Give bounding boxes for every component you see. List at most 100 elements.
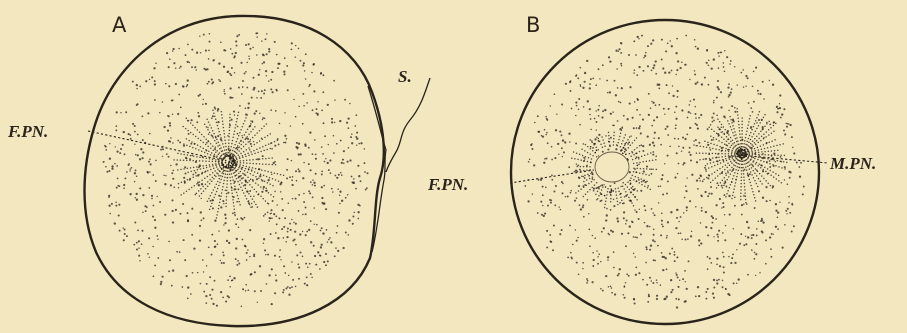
aster-ray-dot — [714, 171, 716, 173]
aster-ray-dot — [751, 144, 753, 146]
granule-dot — [152, 246, 154, 248]
granule-dot — [360, 180, 362, 182]
granule-dot — [713, 236, 714, 237]
aster-ray-dot — [228, 164, 230, 166]
granule-dot — [208, 49, 210, 51]
granule-dot — [646, 225, 648, 227]
aster-ray-dot — [214, 174, 216, 176]
granule-dot — [222, 200, 224, 202]
granule-dot — [337, 225, 339, 227]
aster-ray-dot — [242, 177, 244, 179]
aster-ray-dot — [613, 190, 615, 192]
aster-ray-dot — [224, 139, 226, 141]
aster-ray-dot — [199, 156, 201, 158]
aster-ray-dot — [593, 143, 595, 145]
granule-dot — [200, 52, 201, 53]
granule-dot — [669, 145, 671, 147]
aster-ray-dot — [590, 153, 592, 155]
granule-dot — [175, 83, 177, 85]
granule-dot — [175, 163, 177, 165]
granule-dot — [752, 85, 754, 87]
granule-dot — [298, 48, 300, 50]
aster-ray-dot — [218, 154, 220, 156]
aster-ray-dot — [248, 134, 250, 136]
granule-dot — [304, 70, 306, 72]
granule-dot — [344, 99, 346, 101]
aster-ray-dot — [238, 198, 240, 200]
granule-dot — [316, 224, 318, 226]
granule-dot — [291, 286, 293, 288]
aster-ray-dot — [736, 176, 738, 178]
aster-ray-dot — [244, 120, 246, 122]
aster-ray-dot — [719, 146, 721, 148]
granule-dot — [754, 207, 756, 209]
aster-ray-dot — [623, 137, 625, 139]
aster-ray-dot — [229, 152, 231, 154]
aster-ray-dot — [728, 151, 730, 153]
granule-dot — [642, 119, 644, 121]
aster-ray-dot — [246, 166, 248, 168]
granule-dot — [695, 46, 697, 48]
aster-ray-dot — [632, 186, 634, 188]
granule-dot — [351, 133, 352, 134]
granule-dot — [725, 225, 726, 226]
aster-ray-dot — [247, 201, 249, 203]
granule-dot — [731, 257, 733, 259]
granule-dot — [748, 102, 750, 104]
granule-dot — [639, 125, 641, 127]
granule-dot — [198, 115, 200, 117]
granule-dot — [672, 85, 673, 86]
aster-ray-dot — [194, 185, 196, 187]
granule-dot — [707, 256, 709, 258]
granule-dot — [310, 220, 312, 222]
aster-ray-dot — [173, 159, 175, 161]
granule-dot — [751, 234, 752, 235]
granule-dot — [214, 220, 216, 222]
granule-dot — [618, 50, 619, 51]
aster-ray-dot — [621, 200, 623, 202]
granule-dot — [724, 70, 726, 72]
granule-dot — [716, 97, 718, 99]
granule-dot — [685, 35, 687, 37]
aster-ray-dot — [223, 130, 225, 132]
granule-dot — [295, 286, 297, 288]
aster-ray-dot — [261, 179, 263, 181]
aster-ray-dot — [237, 181, 239, 183]
granule-dot — [178, 94, 180, 96]
aster-ray-dot — [741, 143, 743, 145]
granule-dot — [697, 48, 699, 50]
aster-ray-dot — [619, 136, 621, 138]
aster-ray-dot — [745, 155, 747, 157]
aster-ray-dot — [218, 131, 220, 133]
granule-dot — [269, 220, 270, 221]
granule-dot — [306, 102, 308, 104]
granule-dot — [231, 53, 233, 55]
granule-dot — [618, 48, 620, 50]
aster-ray-dot — [202, 165, 204, 167]
aster-ray-dot — [232, 164, 234, 166]
aster-ray-dot — [256, 132, 258, 134]
aster-ray-dot — [609, 145, 611, 147]
aster-ray-dot — [210, 143, 212, 145]
aster-ray-dot — [774, 154, 776, 156]
granule-dot — [655, 104, 657, 106]
granule-dot — [565, 196, 566, 197]
aster-ray-dot — [643, 179, 645, 181]
granule-dot — [669, 40, 670, 41]
aster-ray-dot — [758, 152, 760, 154]
granule-dot — [109, 143, 110, 144]
aster-ray-dot — [209, 158, 211, 160]
granule-dot — [671, 45, 673, 47]
granule-dot — [720, 52, 722, 54]
granule-dot — [716, 263, 718, 265]
granule-dot — [257, 302, 258, 303]
granule-dot — [114, 163, 116, 165]
aster-ray-dot — [248, 155, 250, 157]
granule-dot — [547, 205, 549, 207]
granule-dot — [160, 283, 162, 285]
granule-dot — [172, 50, 174, 52]
granule-dot — [590, 78, 592, 80]
granule-dot — [336, 177, 338, 179]
aster-ray-dot — [215, 159, 217, 161]
granule-dot — [177, 140, 179, 142]
